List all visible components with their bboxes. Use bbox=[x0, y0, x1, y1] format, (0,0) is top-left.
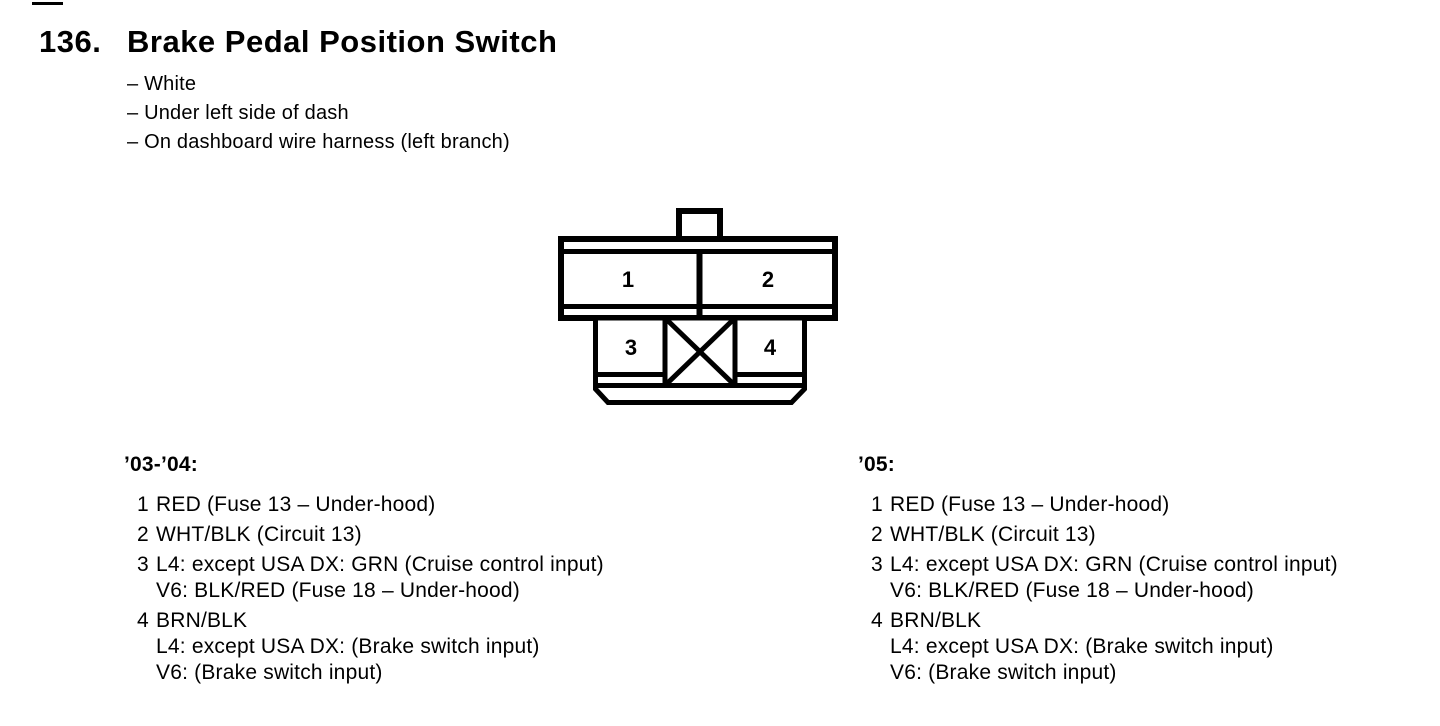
pin-description-line: WHT/BLK (Circuit 13) bbox=[890, 523, 1096, 546]
cavity-3-label: 3 bbox=[625, 335, 637, 360]
pin-row-4: 4 BRN/BLK L4: except USA DX: (Brake swit… bbox=[137, 608, 724, 686]
pin-description: L4: except USA DX: GRN (Cruise control i… bbox=[156, 552, 724, 604]
pin-number: 2 bbox=[871, 523, 883, 546]
pin-row-2: 2 WHT/BLK (Circuit 13) bbox=[871, 522, 1440, 548]
detail-line-location: – Under left side of dash bbox=[127, 102, 349, 124]
connector-diagram: 1 2 3 4 bbox=[558, 208, 838, 405]
pin-row-1: 1 RED (Fuse 13 – Under-hood) bbox=[137, 492, 724, 518]
pinout-column-header: ’03-’04: bbox=[124, 453, 198, 476]
pinout-column-05: ’05: 1 RED (Fuse 13 – Under-hood) 2 WHT/… bbox=[858, 452, 1440, 690]
pin-number: 3 bbox=[871, 553, 883, 576]
pin-number: 2 bbox=[137, 523, 149, 546]
pin-list: 1 RED (Fuse 13 – Under-hood) 2 WHT/BLK (… bbox=[871, 492, 1440, 686]
pin-list: 1 RED (Fuse 13 – Under-hood) 2 WHT/BLK (… bbox=[137, 492, 724, 686]
pin-row-3: 3 L4: except USA DX: GRN (Cruise control… bbox=[871, 552, 1440, 604]
pin-number: 4 bbox=[871, 609, 883, 632]
detail-line-harness: – On dashboard wire harness (left branch… bbox=[127, 131, 510, 153]
pin-description-line: V6: (Brake switch input) bbox=[156, 661, 383, 684]
pin-description-line: WHT/BLK (Circuit 13) bbox=[156, 523, 362, 546]
pin-description-line: RED (Fuse 13 – Under-hood) bbox=[890, 493, 1170, 516]
pin-description-line: BRN/BLK bbox=[156, 609, 248, 632]
pinout-column-03-04: ’03-’04: 1 RED (Fuse 13 – Under-hood) 2 … bbox=[124, 452, 724, 690]
pin-description-line: L4: except USA DX: GRN (Cruise control i… bbox=[156, 553, 604, 576]
pin-description: BRN/BLK L4: except USA DX: (Brake switch… bbox=[156, 608, 724, 686]
pin-number: 1 bbox=[137, 493, 149, 516]
pin-description-line: V6: BLK/RED (Fuse 18 – Under-hood) bbox=[890, 579, 1254, 602]
page-title: Brake Pedal Position Switch bbox=[127, 24, 558, 59]
pinout-column-header: ’05: bbox=[858, 453, 895, 476]
cavity-1-label: 1 bbox=[622, 267, 634, 292]
pin-description: WHT/BLK (Circuit 13) bbox=[156, 522, 724, 548]
scan-artifact-line bbox=[32, 2, 63, 5]
pin-description: RED (Fuse 13 – Under-hood) bbox=[156, 492, 724, 518]
pin-row-4: 4 BRN/BLK L4: except USA DX: (Brake swit… bbox=[871, 608, 1440, 686]
pin-description-line: BRN/BLK bbox=[890, 609, 982, 632]
pin-description-line: L4: except USA DX: (Brake switch input) bbox=[890, 635, 1274, 658]
pin-description-line: V6: (Brake switch input) bbox=[890, 661, 1117, 684]
section-number: 136. bbox=[39, 24, 102, 59]
cavity-2-label: 2 bbox=[762, 267, 774, 292]
pin-description-line: L4: except USA DX: (Brake switch input) bbox=[156, 635, 540, 658]
pin-description-line: L4: except USA DX: GRN (Cruise control i… bbox=[890, 553, 1338, 576]
pin-number: 4 bbox=[137, 609, 149, 632]
pin-description: L4: except USA DX: GRN (Cruise control i… bbox=[890, 552, 1440, 604]
pin-row-1: 1 RED (Fuse 13 – Under-hood) bbox=[871, 492, 1440, 518]
pin-number: 1 bbox=[871, 493, 883, 516]
pin-row-3: 3 L4: except USA DX: GRN (Cruise control… bbox=[137, 552, 724, 604]
connector-details-list: – White – Under left side of dash – On d… bbox=[127, 70, 510, 157]
pin-description-line: V6: BLK/RED (Fuse 18 – Under-hood) bbox=[156, 579, 520, 602]
cavity-4-label: 4 bbox=[764, 335, 777, 360]
detail-line-color: – White bbox=[127, 73, 197, 95]
pin-row-2: 2 WHT/BLK (Circuit 13) bbox=[137, 522, 724, 548]
pin-description-line: RED (Fuse 13 – Under-hood) bbox=[156, 493, 436, 516]
pin-number: 3 bbox=[137, 553, 149, 576]
pin-description: WHT/BLK (Circuit 13) bbox=[890, 522, 1440, 548]
pin-description: RED (Fuse 13 – Under-hood) bbox=[890, 492, 1440, 518]
blocked-cavity-x-diagonal-2 bbox=[663, 316, 737, 388]
pin-description: BRN/BLK L4: except USA DX: (Brake switch… bbox=[890, 608, 1440, 686]
